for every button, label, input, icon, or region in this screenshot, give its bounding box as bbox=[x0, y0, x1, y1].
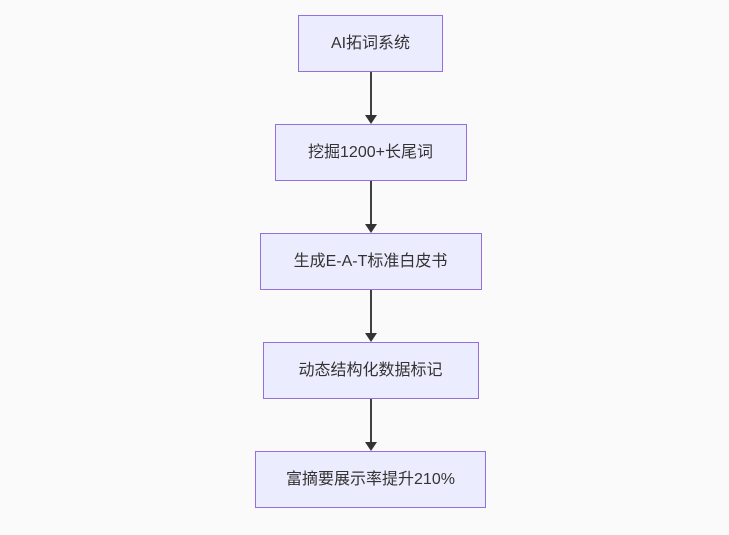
flow-node-label: 挖掘1200+长尾词 bbox=[308, 143, 433, 161]
edge-line bbox=[369, 399, 372, 442]
flow-node-structured-data-markup: 动态结构化数据标记 bbox=[262, 342, 479, 399]
flow-node-ai-word-expansion: AI拓词系统 bbox=[298, 15, 443, 72]
flow-edge-4 bbox=[364, 399, 377, 451]
arrow-down-icon bbox=[364, 115, 377, 124]
flow-edge-1 bbox=[364, 72, 377, 124]
arrow-down-icon bbox=[364, 333, 377, 342]
flow-node-label: AI拓词系统 bbox=[330, 34, 411, 52]
edge-line bbox=[369, 72, 372, 115]
flow-edge-3 bbox=[364, 290, 377, 342]
flow-node-rich-snippet-result: 富摘要展示率提升210% bbox=[255, 451, 486, 508]
flow-node-label: 生成E-A-T标准白皮书 bbox=[293, 252, 448, 270]
arrow-down-icon bbox=[364, 442, 377, 451]
flow-node-longtail-mining: 挖掘1200+长尾词 bbox=[274, 124, 467, 181]
edge-line bbox=[369, 290, 372, 333]
flow-node-eat-whitepaper: 生成E-A-T标准白皮书 bbox=[259, 233, 482, 290]
arrow-down-icon bbox=[364, 224, 377, 233]
flow-node-label: 动态结构化数据标记 bbox=[298, 361, 443, 379]
flow-edge-2 bbox=[364, 181, 377, 233]
edge-line bbox=[369, 181, 372, 224]
flow-node-label: 富摘要展示率提升210% bbox=[286, 470, 455, 488]
